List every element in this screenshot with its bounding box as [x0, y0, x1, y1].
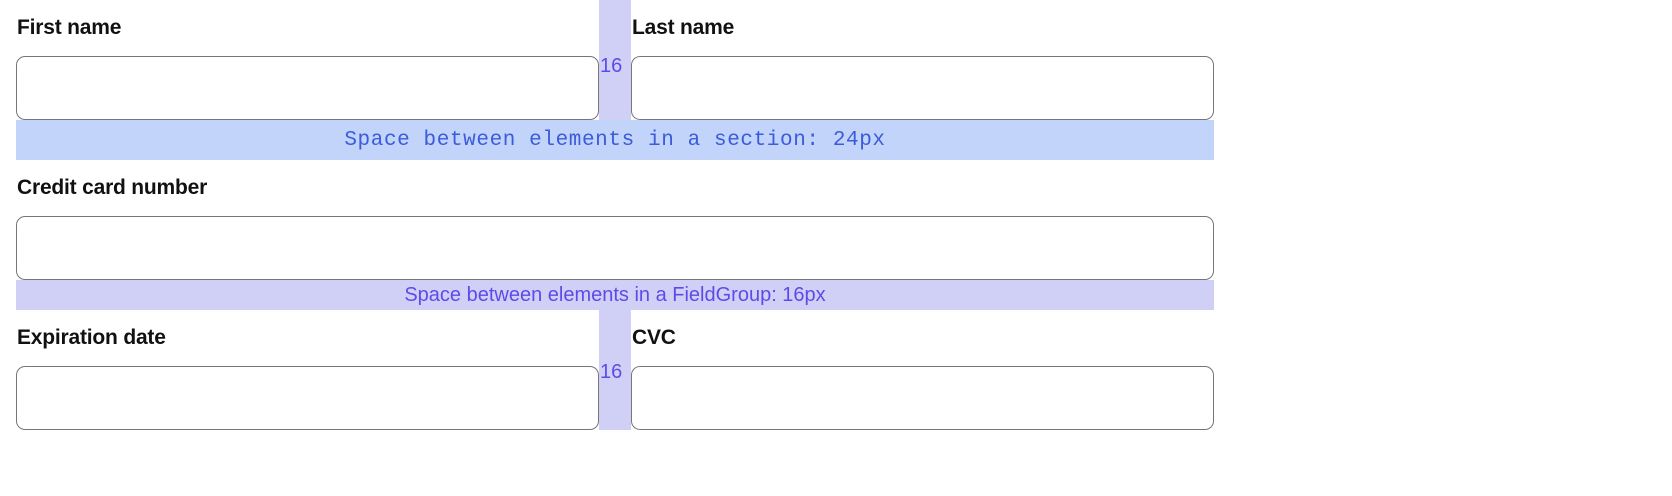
credit-card-field: Credit card number [16, 160, 1214, 280]
form-area: First name 16 Last name Space between el… [16, 0, 1214, 496]
gap-column-expiry-row: 16 [599, 310, 631, 430]
first-name-label: First name [16, 0, 599, 56]
name-row: First name 16 Last name [16, 0, 1214, 120]
credit-card-label: Credit card number [16, 160, 1214, 216]
last-name-field: Last name [631, 0, 1214, 120]
last-name-input[interactable] [631, 56, 1214, 120]
credit-card-input[interactable] [16, 216, 1214, 280]
gap-column-name-row: 16 [599, 0, 631, 120]
gap-value-label: 16 [600, 55, 623, 77]
first-name-field: First name [16, 0, 599, 120]
expiry-cvc-row: Expiration date 16 CVC [16, 310, 1214, 430]
expiration-date-field: Expiration date [16, 310, 599, 430]
fieldgroup-spacing-annotation: Space between elements in a FieldGroup: … [16, 280, 1214, 310]
gap-value-label: 16 [600, 361, 623, 383]
cvc-field: CVC [631, 310, 1214, 430]
cvc-input[interactable] [631, 366, 1214, 430]
expiration-date-input[interactable] [16, 366, 599, 430]
expiration-date-label: Expiration date [16, 310, 599, 366]
first-name-input[interactable] [16, 56, 599, 120]
cvc-label: CVC [631, 310, 1214, 366]
section-spacing-annotation: Space between elements in a section: 24p… [16, 120, 1214, 160]
last-name-label: Last name [631, 0, 1214, 56]
